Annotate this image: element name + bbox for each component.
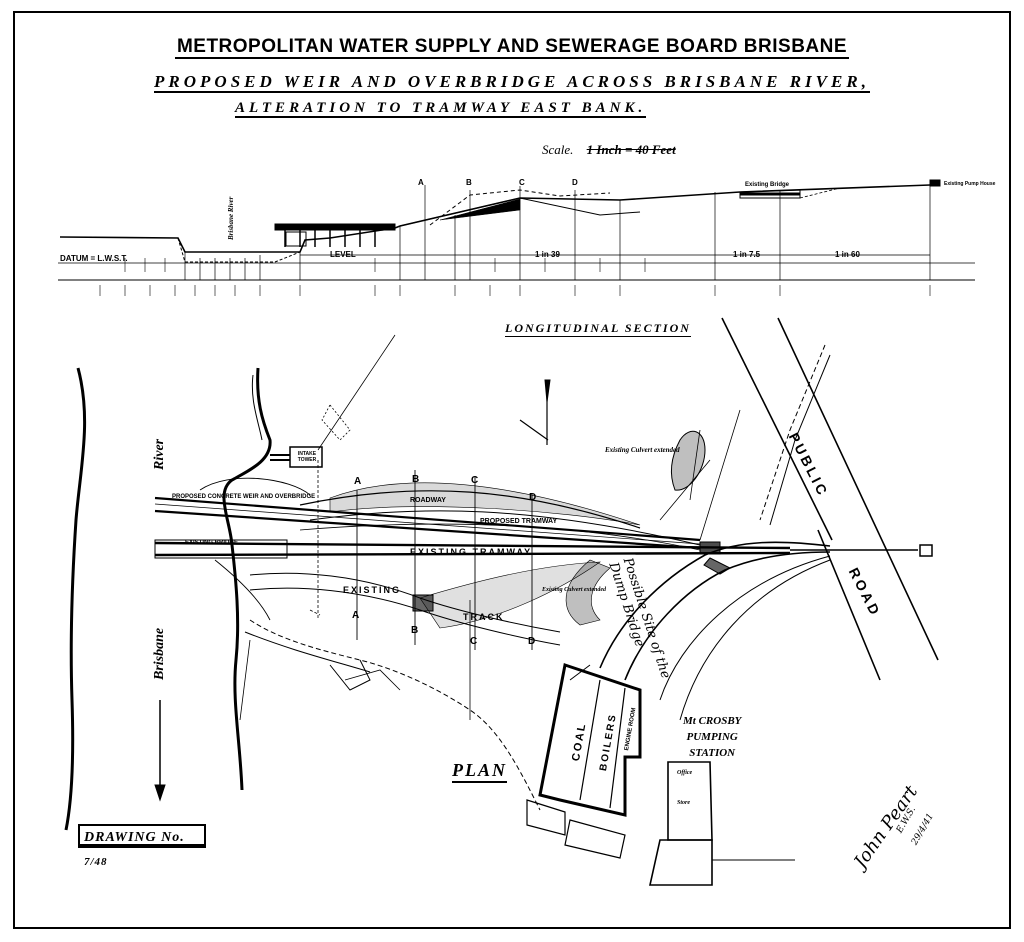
plan-existing-bridge: EXISTING BRIDGE xyxy=(185,540,239,546)
intake-tower-label: INTAKE TOWER xyxy=(297,451,317,463)
section-marker-b: B xyxy=(466,178,472,187)
section-river-label: Brisbane River xyxy=(227,196,235,240)
longitudinal-section xyxy=(58,179,975,296)
plan-marker-top-d: D xyxy=(529,492,537,503)
grade-1-label: 1 in 39 xyxy=(535,250,560,259)
plan-marker-bottom-d: D xyxy=(528,636,536,647)
pumping-station-label: Mt CROSBY PUMPING STATION xyxy=(683,713,741,761)
culvert-label-2: Existing Culvert extended xyxy=(542,587,607,593)
longitudinal-section-title: LONGITUDINAL SECTION xyxy=(505,321,691,337)
scale-value: 1 Inch = 40 Feet xyxy=(586,142,676,157)
weir-label: PROPOSED CONCRETE WEIR AND OVERBRIDGE xyxy=(172,494,316,500)
station-line-3: STATION xyxy=(689,747,736,759)
scale-note: Scale. 1 Inch = 40 Feet xyxy=(542,142,676,158)
section-marker-c: C xyxy=(519,178,525,187)
plan-marker-top-a: A xyxy=(354,476,362,487)
sub-title: ALTERATION TO TRAMWAY EAST BANK. xyxy=(235,100,647,118)
store-label: Store xyxy=(677,800,691,806)
sheet-border xyxy=(13,11,1011,929)
section-existing-bridge: Existing Bridge xyxy=(745,182,790,188)
section-pump-house: Existing Pump House xyxy=(944,181,996,187)
level-label: LEVEL xyxy=(330,250,356,259)
station-line-2: PUMPING xyxy=(686,731,738,743)
plan-marker-top-c: C xyxy=(471,475,479,486)
drawing-label: DRAWING No. xyxy=(84,830,185,845)
proposed-tramway-label: PROPOSED TRAMWAY xyxy=(480,518,558,525)
plan-view xyxy=(64,317,939,886)
plan-marker-bottom-b: B xyxy=(411,625,419,636)
roadway-label: ROADWAY xyxy=(410,497,446,504)
drawing-number-box: DRAWING No. 7/48 xyxy=(78,824,206,868)
river-label-bottom: Brisbane xyxy=(152,627,167,680)
org-title-text: METROPOLITAN WATER SUPPLY AND SEWERAGE B… xyxy=(174,36,850,59)
existing-tramway-label: EXISTING TRAMWAY xyxy=(410,547,533,557)
project-title: PROPOSED WEIR AND OVERBRIDGE ACROSS BRIS… xyxy=(0,72,1024,93)
grade-2-label: 1 in 7.5 xyxy=(733,250,761,259)
plan-marker-bottom-a: A xyxy=(352,610,360,621)
drawing-number: 7/48 xyxy=(84,856,108,868)
existing-track-label-2: TRACK xyxy=(463,612,505,622)
culvert-label-1: Existing Culvert extended xyxy=(605,446,680,454)
project-title-text: PROPOSED WEIR AND OVERBRIDGE ACROSS BRIS… xyxy=(154,72,870,93)
office-label: Office xyxy=(677,770,693,776)
river-label-top: River xyxy=(152,438,167,470)
existing-track-label-1: EXISTING xyxy=(343,585,402,595)
plan-marker-top-b: B xyxy=(412,474,420,485)
scale-label: Scale. xyxy=(542,142,574,157)
grade-3-label: 1 in 60 xyxy=(835,250,860,259)
station-line-1: Mt CROSBY xyxy=(683,715,742,727)
datum-label: DATUM = L.W.S.T. xyxy=(60,254,128,263)
plan-marker-bottom-c: C xyxy=(470,636,478,647)
plan-title: PLAN xyxy=(452,760,507,783)
section-marker-a: A xyxy=(418,178,424,187)
org-title: METROPOLITAN WATER SUPPLY AND SEWERAGE B… xyxy=(0,36,1024,59)
section-marker-d: D xyxy=(572,178,578,187)
sub-title-text: ALTERATION TO TRAMWAY EAST BANK. xyxy=(235,100,647,118)
